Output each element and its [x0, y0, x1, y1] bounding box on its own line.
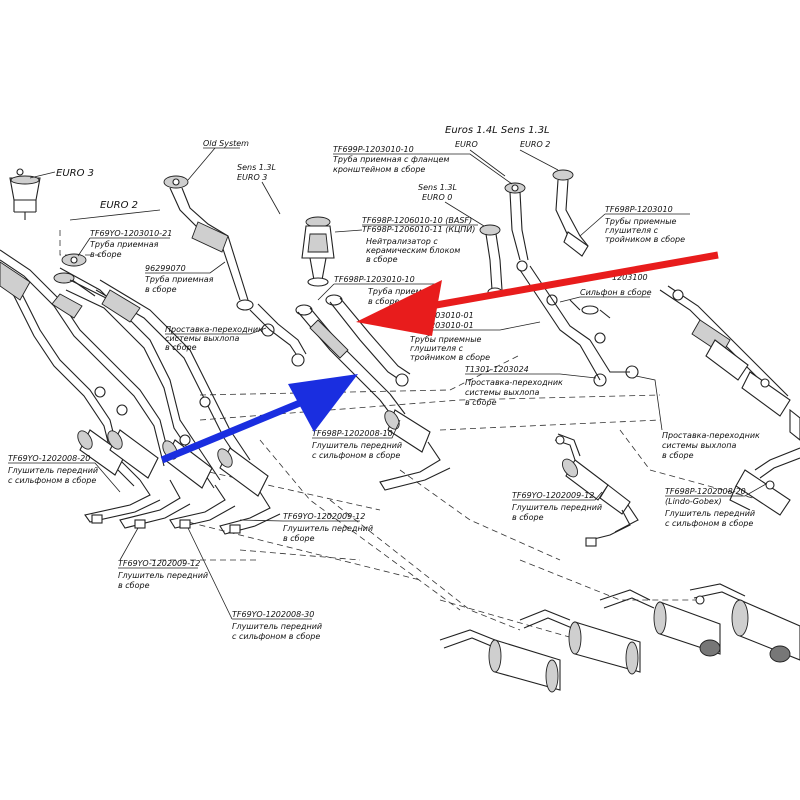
euro2-left-label: EURO 2 — [100, 200, 138, 211]
euro3-catalyst — [9, 168, 56, 220]
tf69yo-1203010-21: TF69YO-1203010-21 — [90, 229, 172, 238]
right-upper-pipes — [479, 169, 800, 441]
middle-right-mufflers — [554, 433, 800, 547]
euro2-top: EURO 2 — [520, 140, 550, 149]
tf69yo-1202008-30: TF69YO-1202008-30 — [232, 610, 314, 619]
sens13-title: Sens 1.3L — [237, 163, 276, 172]
muffler-d-2: с сильфоном в сборе — [232, 632, 320, 641]
tf699p-code: TF699P-1203010-10 — [333, 145, 414, 154]
euro-top: EURO — [455, 140, 478, 149]
muffler-l-1: Глушитель передний — [8, 466, 98, 475]
muffler-b-2: в сборе — [283, 534, 315, 543]
pipes-tee-1: Трубы приемные — [410, 335, 482, 344]
code-01b: 1203010-01 — [425, 321, 474, 330]
sens13-euro: EURO 3 — [237, 173, 267, 182]
adapter-mid-2: системы выхлопа — [465, 388, 539, 397]
pipes-receiving-1: Трубы приемные — [605, 217, 677, 226]
tf69yo-1202009-12b: TF69YO-1202009-12 — [283, 512, 365, 521]
left-pipe-assemblies — [0, 249, 281, 535]
pipe-receiving-left-2: в сборе — [90, 250, 122, 259]
muffler-bellows-2: с сильфоном в сборе — [312, 451, 400, 460]
adapter-left-3: в сборе — [165, 343, 197, 352]
muffler-d-1: Глушитель передний — [232, 622, 322, 631]
neutralizer-3: в сборе — [366, 255, 398, 264]
sens13-euro0: EURO 0 — [422, 193, 452, 202]
old-system-pipe — [163, 175, 307, 367]
muffler-bellows-1: Глушитель передний — [312, 441, 402, 450]
muffler-c-2: в сборе — [118, 581, 150, 590]
code-1203100: 1203100 — [612, 273, 648, 282]
sens13-euro0-title: Sens 1.3L — [418, 183, 457, 192]
muffler-c-1: Глушитель передний — [118, 571, 208, 580]
tf698p-basf: TF698P-1206010-10 (BASF) — [362, 216, 472, 225]
neutralizer-1: Нейтрализатор с — [366, 237, 438, 246]
top-right-cut: Euros 1.4L Sens 1.3L — [445, 125, 550, 136]
muffler-e-2: с сильфоном в сборе — [665, 519, 753, 528]
pipes-receiving-3: тройником в сборе — [605, 235, 685, 244]
tf69yo-1202009-12a: TF69YO-1202009-12 — [512, 491, 594, 500]
pipes-tee-2: глушителя с — [410, 344, 464, 353]
tf698p-1203010-10: TF698P-1203010-10 — [334, 275, 415, 284]
lindo: (Lindo-Gobex) — [665, 497, 722, 506]
pipe-receiving-c-1: Труба приемная — [368, 287, 437, 296]
muffler-l-2: с сильфоном в сборе — [8, 476, 96, 485]
sens13-euro3-pipe: Sens 1.3L EURO 3 — [237, 163, 451, 491]
t1301-code: T1301-1203024 — [465, 365, 529, 374]
pipe-receiving-c-2: в сборе — [368, 297, 400, 306]
adapter-mid-3: в сборе — [465, 398, 497, 407]
rear-mufflers — [439, 583, 800, 693]
old-system-label: Old System — [203, 139, 249, 148]
adapter-right-1: Проставка-переходник — [662, 431, 760, 440]
adapter-right-3: в сборе — [662, 451, 694, 460]
code-01: 1203010-01 — [425, 311, 474, 320]
code-96299070: 96299070 — [145, 264, 186, 273]
tf698p-1202008-10: TF698P-1202008-10 — [312, 429, 393, 438]
neutralizer-2: керамическим блоком — [366, 246, 460, 255]
pipe-receiving-mid-1: Труба приемная — [145, 275, 214, 284]
euro2-manifold — [53, 253, 111, 301]
adapter-left-1: Проставка-переходник — [165, 325, 263, 334]
adapter-left-2: системы выхлопа — [165, 334, 239, 343]
tf69yo-1202008-20: TF69YO-1202008-20 — [8, 454, 90, 463]
euro3-left-label: EURO 3 — [56, 168, 94, 179]
tf699p-desc1: Труба приемная с фланцем — [333, 155, 449, 164]
pipes-tee-3: тройником в сборе — [410, 353, 490, 362]
adapter-right-2: системы выхлопа — [662, 441, 736, 450]
pipes-receiving-2: глушителя с — [605, 226, 659, 235]
muffler-b-1: Глушитель передний — [283, 524, 373, 533]
tf699p-desc2: кронштейном в сборе — [333, 165, 425, 174]
bellows-label: Сильфон в сборе — [580, 288, 652, 297]
pipe-receiving-left-1: Труба приемная — [90, 240, 159, 249]
tf698p-kpi: TF698P-1206010-11 (КЦПИ) — [362, 225, 475, 234]
muffler-a-2: в сборе — [512, 513, 544, 522]
tf698p-1203010: TF698P-1203010 — [605, 205, 673, 214]
red-arrow — [356, 251, 719, 336]
muffler-a-1: Глушитель передний — [512, 503, 602, 512]
blue-arrow — [160, 374, 358, 464]
tf69yo-1202009-12c: TF69YO-1202009-12 — [118, 559, 200, 568]
muffler-e-1: Глушитель передний — [665, 509, 755, 518]
tf698p-1202008-20: TF698P-1202008-20 — [665, 487, 746, 496]
pipe-receiving-mid-2: в сборе — [145, 285, 177, 294]
adapter-mid-1: Проставка-переходник — [465, 378, 563, 387]
